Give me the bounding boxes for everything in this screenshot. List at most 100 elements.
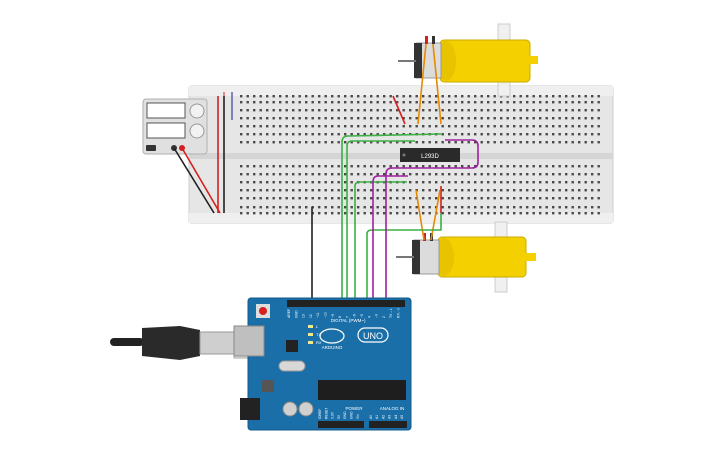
breadboard-hole: [402, 165, 405, 168]
breadboard-hole: [246, 101, 249, 104]
breadboard-hole: [253, 141, 256, 144]
breadboard-hole: [461, 197, 464, 200]
breadboard-hole: [383, 165, 386, 168]
breadboard-hole: [266, 181, 269, 184]
wire-purple-2[interactable]: [385, 139, 479, 304]
breadboard-hole: [519, 117, 522, 120]
breadboard-hole: [578, 189, 581, 192]
breadboard-hole: [526, 133, 529, 136]
breadboard-hole: [552, 189, 555, 192]
breadboard-hole: [331, 206, 334, 209]
breadboard-hole: [357, 165, 360, 168]
breadboard-hole: [519, 212, 522, 215]
breadboard-hole: [350, 133, 353, 136]
breadboard-hole: [396, 212, 399, 215]
breadboard-hole: [493, 197, 496, 200]
breadboard-hole: [331, 133, 334, 136]
breadboard-hole: [526, 181, 529, 184]
breadboard-hole: [383, 173, 386, 176]
breadboard-hole: [461, 173, 464, 176]
breadboard-hole: [597, 197, 600, 200]
breadboard-hole: [253, 197, 256, 200]
breadboard-hole: [519, 95, 522, 98]
breadboard-hole: [441, 212, 444, 215]
breadboard-hole: [311, 181, 314, 184]
breadboard-hole: [370, 125, 373, 128]
breadboard-hole: [487, 133, 490, 136]
wire-green-3[interactable]: [354, 181, 407, 304]
breadboard-hole: [344, 189, 347, 192]
wire-red-power[interactable]: [181, 147, 221, 214]
breadboard-hole: [532, 212, 535, 215]
breadboard-hole: [350, 109, 353, 112]
breadboard-hole: [513, 95, 516, 98]
breadboard-hole: [591, 173, 594, 176]
wire-orange-motor-1[interactable]: [417, 43, 427, 125]
wire-green-4[interactable]: [366, 213, 442, 304]
breadboard-hole: [539, 95, 542, 98]
wire-red-chip[interactable]: [392, 95, 406, 125]
breadboard-hole: [331, 125, 334, 128]
breadboard-hole: [337, 189, 340, 192]
breadboard-hole: [324, 206, 327, 209]
wire-purple-1[interactable]: [372, 175, 408, 304]
breadboard-hole: [441, 95, 444, 98]
breadboard-hole: [422, 181, 425, 184]
breadboard-hole: [272, 165, 275, 168]
usb-chip: [286, 340, 298, 352]
breadboard-hole: [461, 212, 464, 215]
breadboard-hole: [545, 95, 548, 98]
breadboard-hole: [487, 109, 490, 112]
dc-motor-bottom[interactable]: [396, 221, 536, 293]
voltage-knob[interactable]: [189, 103, 205, 119]
breadboard-hole: [331, 189, 334, 192]
wire-green-2[interactable]: [346, 140, 415, 304]
breadboard-hole: [240, 133, 243, 136]
breadboard-hole: [454, 212, 457, 215]
driver-chip[interactable]: L293D: [400, 148, 460, 162]
breadboard-hole: [474, 125, 477, 128]
pin-label: ~5: [360, 314, 364, 318]
breadboard-hole: [578, 165, 581, 168]
breadboard-hole: [344, 181, 347, 184]
reset-button[interactable]: [259, 307, 267, 315]
breadboard-hole: [597, 133, 600, 136]
breadboard-hole: [253, 109, 256, 112]
power-supply[interactable]: [142, 98, 208, 155]
breadboard-hole: [305, 212, 308, 215]
breadboard-hole: [331, 117, 334, 120]
current-knob[interactable]: [189, 123, 205, 139]
breadboard-hole: [539, 109, 542, 112]
wire-orange-motor-4[interactable]: [430, 189, 441, 241]
breadboard-hole: [292, 95, 295, 98]
wire-black-power[interactable]: [173, 147, 215, 214]
breadboard-hole: [526, 165, 529, 168]
wire-orange-motor-2[interactable]: [432, 43, 442, 125]
wire-orange-motor-3[interactable]: [415, 189, 425, 241]
breadboard-hole: [266, 109, 269, 112]
power-switch[interactable]: [146, 145, 156, 151]
breadboard-hole: [474, 197, 477, 200]
breadboard-hole: [558, 109, 561, 112]
breadboard-hole: [500, 109, 503, 112]
breadboard-hole: [500, 189, 503, 192]
breadboard-hole: [474, 212, 477, 215]
breadboard-hole: [526, 101, 529, 104]
breadboard-hole: [279, 109, 282, 112]
breadboard-hole: [480, 95, 483, 98]
breadboard-hole: [513, 141, 516, 144]
breadboard-hole: [441, 109, 444, 112]
dc-motor-top[interactable]: [398, 23, 538, 97]
breadboard-hole: [584, 141, 587, 144]
breadboard-hole: [409, 206, 412, 209]
breadboard-hole: [376, 117, 379, 120]
analog-header-label: ANALOG IN: [380, 406, 405, 411]
breadboard-hole: [493, 206, 496, 209]
breadboard-hole: [292, 141, 295, 144]
breadboard-hole: [240, 117, 243, 120]
wire-green-1[interactable]: [341, 133, 442, 304]
breadboard-hole: [480, 212, 483, 215]
breadboard-hole: [565, 101, 568, 104]
